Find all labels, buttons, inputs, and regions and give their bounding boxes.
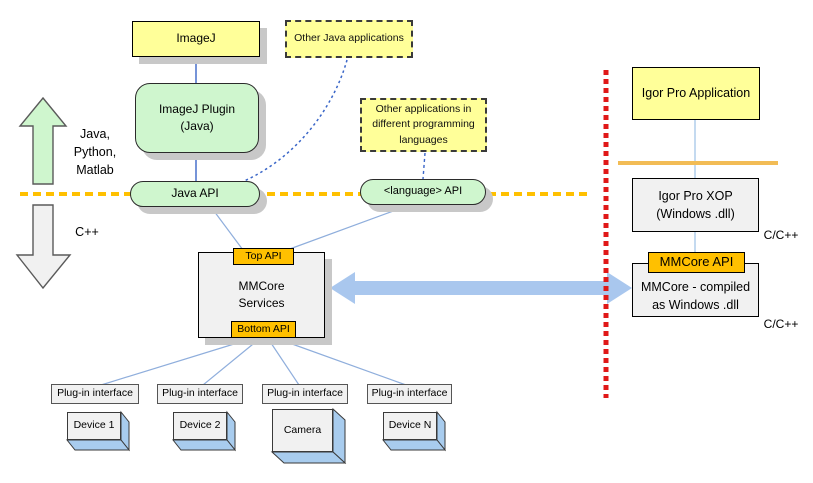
connector-otherjava-javaapi-dotted xyxy=(236,59,348,185)
cpp-annotation-upper: C/C++ xyxy=(763,228,799,243)
connector-otherlang-langapi-dashed xyxy=(422,152,426,180)
deviceN-node: Device N xyxy=(383,412,437,440)
top-api-label: Top API xyxy=(233,248,294,265)
connector-langapi-topapi xyxy=(286,205,408,251)
other-languages-node: Other applications in different programm… xyxy=(360,98,487,152)
device1-node: Device 1 xyxy=(67,412,121,440)
plugin-interface-2: Plug-in interface xyxy=(157,384,243,404)
device1-bottom-face xyxy=(65,439,131,451)
device2-bottom-face xyxy=(171,439,237,451)
plugin-interface-1: Plug-in interface xyxy=(51,384,139,404)
cpp-annotation-lower: C/C++ xyxy=(763,317,799,332)
other-java-apps-node: Other Java applications xyxy=(285,20,413,58)
camera-node: Camera xyxy=(272,409,333,452)
connector-bottomapi-plugin4 xyxy=(280,339,407,386)
core-bridge-double-arrow xyxy=(330,272,632,304)
camera-bottom-face xyxy=(270,451,347,464)
plugin-interface-4: Plug-in interface xyxy=(367,384,452,404)
connector-bottomapi-plugin3 xyxy=(268,339,300,386)
device2-node: Device 2 xyxy=(173,412,227,440)
java-api-node: Java API xyxy=(130,181,260,207)
mmcore-api-label: MMCore API xyxy=(648,252,745,273)
plugin-interface-3: Plug-in interface xyxy=(262,384,348,404)
language-api-node: <language> API xyxy=(360,179,486,205)
up-arrow xyxy=(18,96,68,185)
igor-pro-application-node: Igor Pro Application xyxy=(632,67,760,120)
mmcore-services-node: MMCore Services xyxy=(198,252,325,338)
imagej-plugin-node: ImageJ Plugin (Java) xyxy=(135,83,259,153)
connector-javaapi-topapi xyxy=(210,206,244,251)
connector-bottomapi-plugin1 xyxy=(100,339,248,386)
down-arrow xyxy=(15,204,72,290)
down-arrow-label: C++ xyxy=(75,224,99,239)
imagej-node: ImageJ xyxy=(132,21,260,57)
bottom-api-label: Bottom API xyxy=(231,321,296,338)
up-arrow-label: Java, Python, Matlab xyxy=(73,126,117,178)
connector-bottomapi-plugin2 xyxy=(202,339,259,386)
deviceN-bottom-face xyxy=(381,439,447,451)
igor-pro-xop-node: Igor Pro XOP (Windows .dll) xyxy=(632,178,759,232)
